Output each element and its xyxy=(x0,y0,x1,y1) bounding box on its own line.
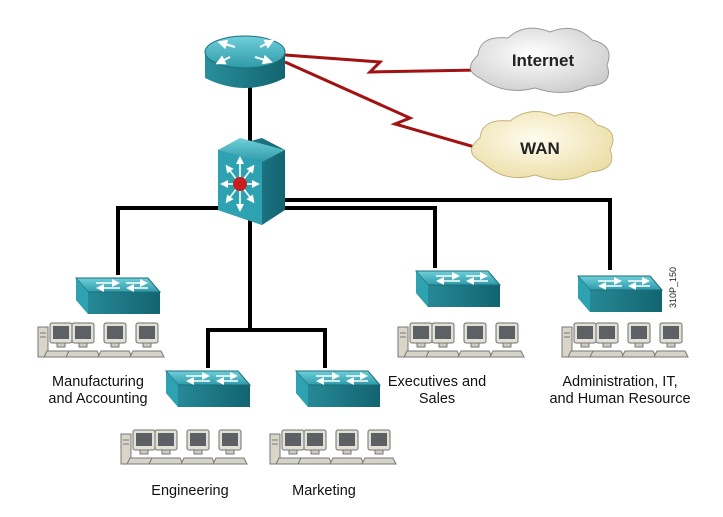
workstation-icon xyxy=(653,322,689,358)
switch-engineering-icon xyxy=(164,370,252,407)
internet-label: Internet xyxy=(512,51,575,70)
wan-link xyxy=(284,60,486,152)
workstation-icon xyxy=(97,322,133,358)
figure-id: 310P_150 xyxy=(668,266,678,308)
workstation-icon xyxy=(65,322,101,358)
group-label-marketing: Marketing xyxy=(292,483,356,499)
switch-executives-icon xyxy=(414,270,502,307)
workstation-icon xyxy=(589,322,625,358)
group-label-engineering: Engineering xyxy=(151,483,229,499)
switch-marketing-icon xyxy=(294,370,382,407)
multilayer-switch-icon xyxy=(218,138,285,225)
wan-label: WAN xyxy=(520,139,560,158)
wan-cloud: WAN xyxy=(471,111,614,181)
lan-links xyxy=(116,85,612,368)
workstation-icon xyxy=(489,322,525,358)
pc-group-marketing xyxy=(269,429,397,465)
workstation-groups xyxy=(37,322,689,465)
pc-group-administration xyxy=(561,322,689,358)
workstation-icon xyxy=(212,429,248,465)
pc-group-executives xyxy=(397,322,525,358)
group-label-executives: Executives and Sales xyxy=(387,374,487,407)
workstation-icon xyxy=(361,429,397,465)
workstation-icon xyxy=(37,322,79,358)
workstation-icon xyxy=(297,429,333,465)
workstation-icon xyxy=(457,322,493,358)
workstation-icon xyxy=(180,429,216,465)
workstation-icon xyxy=(129,322,165,358)
internet-cloud: Internet xyxy=(470,27,610,93)
group-label-administration: Administration, IT, and Human Resource xyxy=(549,374,691,407)
workstation-icon xyxy=(329,429,365,465)
internet-link xyxy=(284,53,481,74)
group-label-manufacturing: Manufacturing and Accounting xyxy=(48,374,148,407)
workstation-icon xyxy=(621,322,657,358)
access-switches xyxy=(74,270,664,407)
workstation-icon xyxy=(148,429,184,465)
switch-manufacturing-icon xyxy=(74,277,162,314)
workstation-icon xyxy=(425,322,461,358)
pc-group-engineering xyxy=(120,429,248,465)
wan-links xyxy=(284,53,486,152)
switch-administration-icon xyxy=(576,275,664,312)
pc-group-manufacturing xyxy=(37,322,165,358)
router-icon xyxy=(204,35,286,88)
